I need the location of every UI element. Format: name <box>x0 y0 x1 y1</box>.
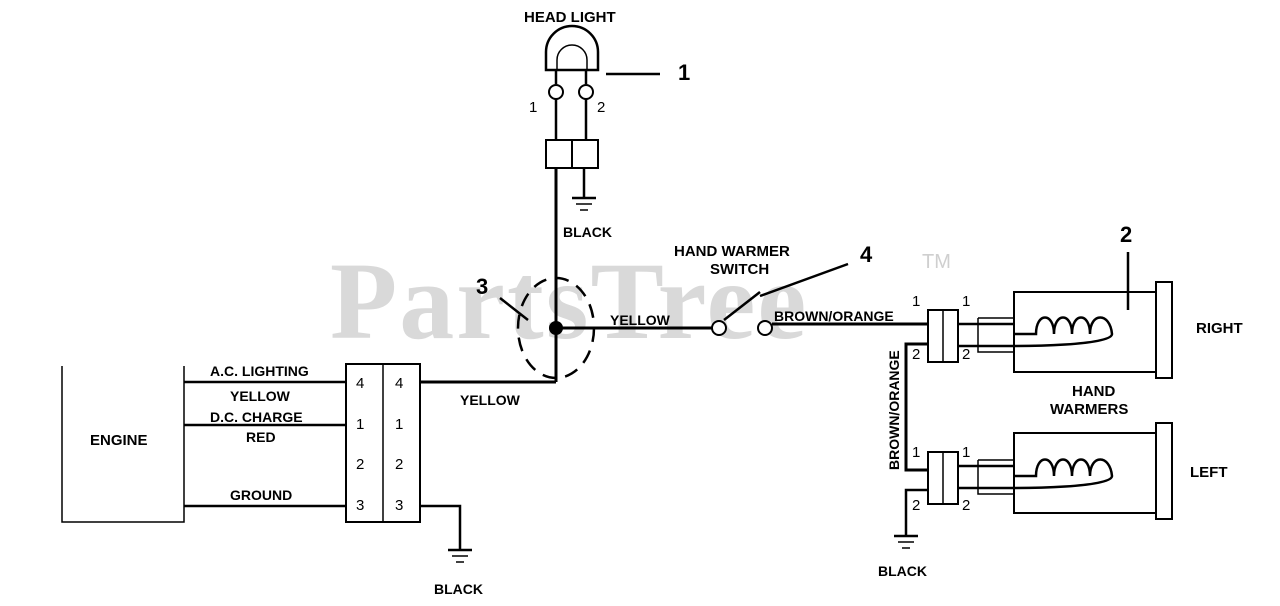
left-conn-right-pin: 1 <box>962 444 970 461</box>
hand-warmer-switch-icon <box>711 291 773 336</box>
left-conn-right-pin: 2 <box>962 497 970 514</box>
conn-left-pin: 1 <box>356 416 364 433</box>
callout-3-leader <box>499 297 529 321</box>
warmer-ground-label: BLACK <box>878 563 927 579</box>
left-hand-warmer <box>1013 422 1173 520</box>
yellow-main-wire-label: YELLOW <box>460 392 521 408</box>
engine-ground-label: BLACK <box>434 581 483 597</box>
right-conn-right-pin: 1 <box>962 293 970 310</box>
switch-label-line2: SWITCH <box>710 261 769 278</box>
headlight-title: HEAD LIGHT <box>524 9 616 26</box>
hand-warmers-title-line2: WARMERS <box>1050 401 1128 418</box>
right-conn-left-pin: 1 <box>912 293 920 310</box>
right-hand-warmer <box>1013 281 1173 379</box>
headlight-pin-1: 1 <box>529 99 537 116</box>
right-warmer-connector <box>927 309 959 363</box>
hand-warmers-title-line1: HAND <box>1072 383 1115 400</box>
left-conn-left-pin: 2 <box>912 497 920 514</box>
ground-wire-label: GROUND <box>230 487 292 503</box>
headlight-ground-label: BLACK <box>563 224 612 240</box>
switch-label-line1: HAND WARMER <box>674 243 790 260</box>
engine-ground-icon <box>448 548 472 563</box>
left-warmer-connector <box>927 451 959 505</box>
engine-box <box>61 366 185 523</box>
conn-right-pin: 4 <box>395 375 403 392</box>
dc-charge-color: RED <box>246 429 276 445</box>
callout-2: 2 <box>1120 222 1132 247</box>
right-warmer-label: RIGHT <box>1196 320 1243 337</box>
headlight-connector <box>545 139 599 169</box>
left-conn-left-pin: 1 <box>912 444 920 461</box>
brown-orange-vertical-label: BROWN/ORANGE <box>886 350 902 470</box>
conn-right-pin: 1 <box>395 416 403 433</box>
brown-orange-wire-label: BROWN/ORANGE <box>774 308 894 324</box>
yellow-switch-wire-label: YELLOW <box>610 312 671 328</box>
ac-lighting-color: YELLOW <box>230 388 291 404</box>
conn-left-pin: 4 <box>356 375 364 392</box>
left-warmer-label: LEFT <box>1190 464 1228 481</box>
engine-label: ENGINE <box>90 432 148 449</box>
engine-connector <box>345 363 421 523</box>
ac-lighting-label: A.C. LIGHTING <box>210 363 309 379</box>
watermark-tm: TM <box>922 251 951 273</box>
callout-3: 3 <box>476 274 488 299</box>
callout-1: 1 <box>678 60 690 85</box>
conn-right-pin: 3 <box>395 497 403 514</box>
dc-charge-label: D.C. CHARGE <box>210 409 303 425</box>
conn-right-pin: 2 <box>395 456 403 473</box>
conn-left-pin: 2 <box>356 456 364 473</box>
warmer-ground-icon <box>894 534 918 549</box>
conn-left-pin: 3 <box>356 497 364 514</box>
callout-4: 4 <box>860 242 873 267</box>
watermark: PartsTree <box>330 240 808 362</box>
callout-4-leader <box>759 262 849 298</box>
headlight-ground-icon <box>572 196 596 211</box>
right-conn-left-pin: 2 <box>912 346 920 363</box>
right-conn-right-pin: 2 <box>962 346 970 363</box>
headlight-bulb-icon <box>544 24 600 100</box>
headlight-pin-2: 2 <box>597 99 605 116</box>
